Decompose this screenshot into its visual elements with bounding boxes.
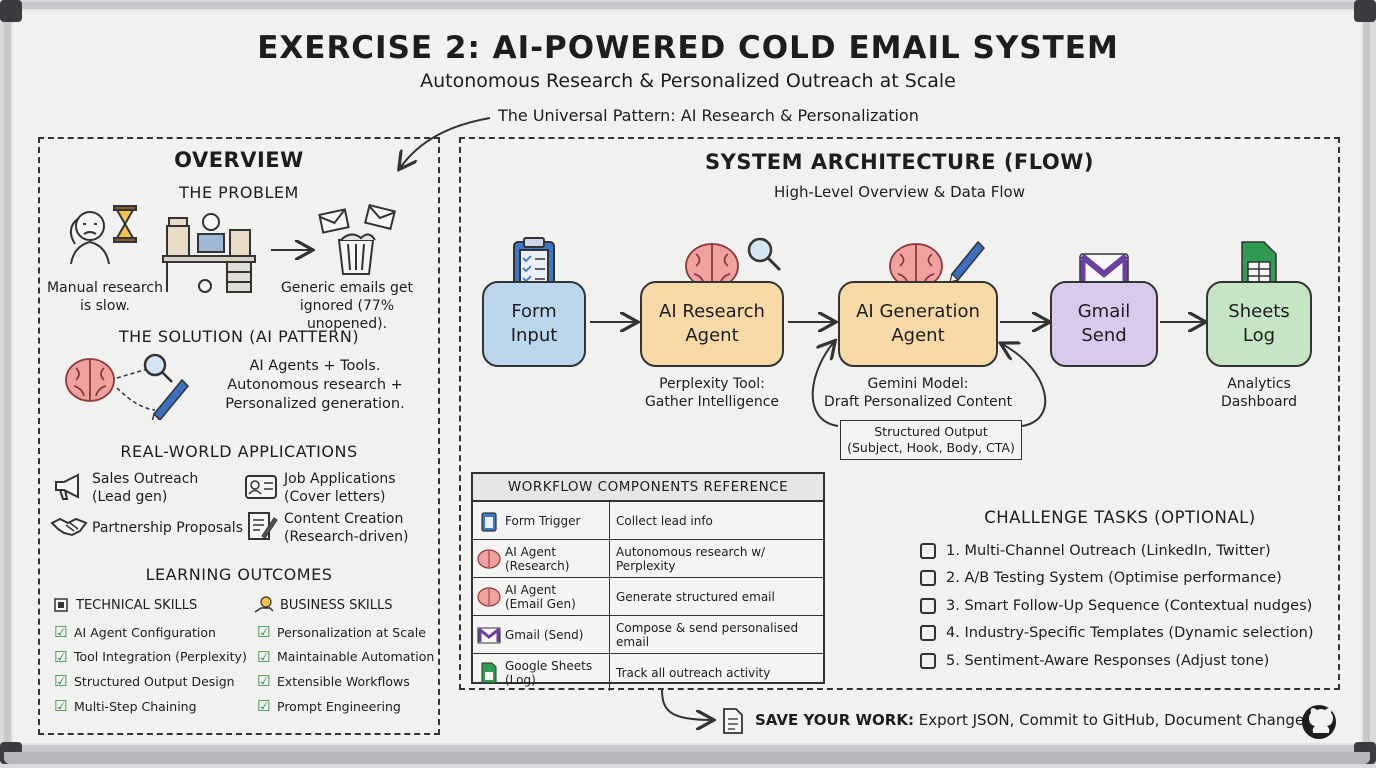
checkbox[interactable] bbox=[920, 542, 936, 559]
challenge-item[interactable]: 5. Sentiment-Aware Responses (Adjust ton… bbox=[920, 647, 1313, 675]
business-skills-label: BUSINESS SKILLS bbox=[254, 596, 392, 614]
megaphone-icon bbox=[55, 473, 79, 500]
clipboard-icon bbox=[481, 511, 497, 532]
id-card-icon bbox=[245, 475, 277, 499]
challenge-item[interactable]: 3. Smart Follow-Up Sequence (Contextual … bbox=[920, 592, 1313, 620]
board-corner bbox=[0, 0, 22, 22]
checkbox[interactable] bbox=[920, 652, 936, 669]
challenges-heading: CHALLENGE TASKS (OPTIONAL) bbox=[984, 508, 1256, 527]
skill-item: ☑Structured Output Design bbox=[54, 672, 235, 691]
challenge-list: 1. Multi-Channel Outreach (LinkedIn, Twi… bbox=[920, 537, 1313, 675]
page-title: EXERCISE 2: AI-POWERED COLD EMAIL SYSTEM bbox=[257, 30, 1119, 66]
desk-icon bbox=[162, 213, 256, 293]
skill-item: ☑Prompt Engineering bbox=[257, 697, 401, 716]
chip-icon bbox=[54, 598, 68, 612]
generation-caption: Gemini Model:Draft Personalized Content bbox=[823, 376, 1013, 410]
table-row: AI Agent(Research) Autonomous research w… bbox=[473, 540, 823, 578]
structured-output-box: Structured Output(Subject, Hook, Body, C… bbox=[840, 420, 1022, 460]
brain-icon bbox=[477, 586, 501, 607]
applications-heading: REAL-WORLD APPLICATIONS bbox=[120, 442, 358, 461]
check-icon: ☑ bbox=[257, 647, 271, 666]
architecture-panel bbox=[459, 137, 1340, 690]
pen-icon bbox=[151, 378, 190, 420]
challenge-item[interactable]: 2. A/B Testing System (Optimise performa… bbox=[920, 565, 1313, 593]
problem-heading: THE PROBLEM bbox=[179, 183, 299, 202]
skill-item: ☑Tool Integration (Perplexity) bbox=[54, 647, 247, 666]
app-sales: Sales Outreach(Lead gen) bbox=[92, 471, 199, 505]
document-icon bbox=[723, 708, 743, 734]
solution-illustration bbox=[65, 353, 190, 420]
brain-icon bbox=[65, 358, 115, 402]
overview-panel bbox=[38, 137, 440, 735]
app-jobs: Job Applications(Cover letters) bbox=[284, 471, 396, 505]
solution-heading: THE SOLUTION (AI PATTERN) bbox=[118, 327, 360, 346]
marker-tray bbox=[4, 752, 1370, 764]
technical-skills-label: TECHNICAL SKILLS bbox=[52, 596, 197, 614]
check-icon: ☑ bbox=[54, 623, 68, 642]
gmail-icon bbox=[477, 627, 501, 643]
sheets-icon bbox=[481, 662, 497, 683]
problem-illustration bbox=[69, 204, 397, 293]
skill-item: ☑Extensible Workflows bbox=[257, 672, 410, 691]
architecture-heading: SYSTEM ARCHITECTURE (FLOW) bbox=[704, 150, 1095, 174]
handshake-icon bbox=[50, 517, 88, 537]
reference-heading: WORKFLOW COMPONENTS REFERENCE bbox=[473, 474, 823, 502]
solution-text: AI Agents + Tools.Autonomous research +P… bbox=[225, 358, 405, 412]
trash-can-icon bbox=[318, 204, 397, 275]
skill-item: ☑Multi-Step Chaining bbox=[54, 697, 197, 716]
table-row: Gmail (Send) Compose & send personalised… bbox=[473, 616, 823, 654]
checkbox[interactable] bbox=[920, 625, 936, 642]
stressed-person-icon bbox=[69, 211, 110, 265]
pattern-note: The Universal Pattern: AI Research & Per… bbox=[498, 106, 919, 125]
app-partnership: Partnership Proposals bbox=[92, 520, 243, 536]
check-icon: ☑ bbox=[54, 647, 68, 666]
business-skills-list: ☑Personalization at Scale ☑Maintainable … bbox=[257, 620, 434, 718]
research-caption: Perplexity Tool:Gather Intelligence bbox=[644, 376, 780, 410]
brain-icon bbox=[477, 548, 501, 569]
skill-item: ☑Maintainable Automation bbox=[257, 647, 435, 666]
document-pen-icon bbox=[248, 512, 278, 540]
check-icon: ☑ bbox=[257, 697, 271, 716]
github-icon[interactable] bbox=[1300, 703, 1338, 741]
brain-magnifier-icon bbox=[685, 237, 782, 289]
check-icon: ☑ bbox=[257, 623, 271, 642]
page-subtitle: Autonomous Research & Personalized Outre… bbox=[420, 70, 956, 92]
check-icon: ☑ bbox=[54, 697, 68, 716]
overview-heading: OVERVIEW bbox=[174, 148, 304, 172]
check-icon: ☑ bbox=[54, 672, 68, 691]
challenge-item[interactable]: 4. Industry-Specific Templates (Dynamic … bbox=[920, 620, 1313, 648]
components-reference-table: WORKFLOW COMPONENTS REFERENCE Form Trigg… bbox=[471, 472, 825, 691]
hand-coin-icon bbox=[254, 596, 274, 613]
board-corner bbox=[1354, 0, 1376, 22]
footer-save-note: SAVE YOUR WORK: Export JSON, Commit to G… bbox=[755, 711, 1312, 729]
challenge-item[interactable]: 1. Multi-Channel Outreach (LinkedIn, Twi… bbox=[920, 537, 1313, 565]
magnifier-icon bbox=[143, 353, 173, 383]
checkbox[interactable] bbox=[920, 597, 936, 614]
app-content: Content Creation(Research-driven) bbox=[284, 511, 409, 545]
table-row: Form Trigger Collect lead info bbox=[473, 502, 823, 540]
table-row: Google Sheets(Log) Track all outreach ac… bbox=[473, 654, 823, 691]
technical-skills-list: ☑AI Agent Configuration ☑Tool Integratio… bbox=[54, 620, 247, 718]
checkbox[interactable] bbox=[920, 570, 936, 587]
skill-item: ☑AI Agent Configuration bbox=[54, 623, 216, 642]
table-row: AI Agent(Email Gen) Generate structured … bbox=[473, 578, 823, 616]
check-icon: ☑ bbox=[257, 672, 271, 691]
outcomes-heading: LEARNING OUTCOMES bbox=[145, 565, 333, 584]
hourglass-icon bbox=[113, 205, 137, 243]
architecture-subheading: High-Level Overview & Data Flow bbox=[774, 183, 1025, 201]
skill-item: ☑Personalization at Scale bbox=[257, 623, 426, 642]
